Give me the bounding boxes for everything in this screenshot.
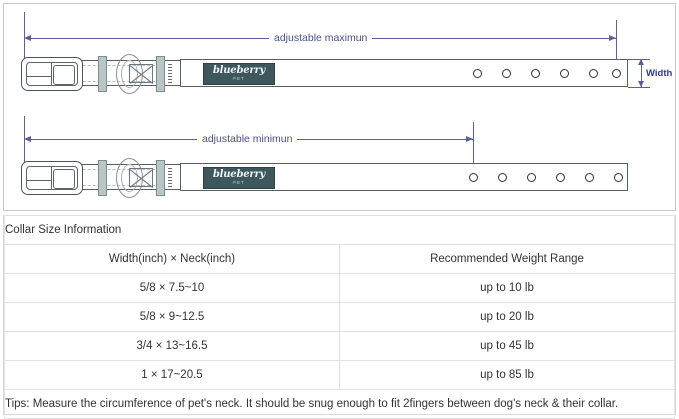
stitch-line-bottom bbox=[63, 81, 155, 82]
collar-size-table-wrap: Collar Size Information Width(inch) × Ne… bbox=[3, 215, 676, 419]
stitch-box-icon bbox=[129, 64, 153, 83]
cell-weight: up to 10 lb bbox=[339, 273, 675, 303]
diagram-panel: adjustable maximun blueberry PE bbox=[3, 3, 676, 211]
cell-size: 5/8 × 7.5~10 bbox=[4, 273, 340, 303]
dimension-extension-right bbox=[473, 122, 474, 182]
width-dimension-line bbox=[641, 59, 642, 87]
buckle-tongue bbox=[53, 169, 75, 189]
collar-size-table: Collar Size Information Width(inch) × Ne… bbox=[4, 215, 675, 419]
cell-weight: up to 85 lb bbox=[339, 360, 675, 390]
table-row: 5/8 × 9~12.5 up to 20 lb bbox=[4, 302, 675, 332]
buckle-icon bbox=[21, 161, 83, 195]
strap-hole bbox=[502, 68, 511, 78]
keeper-loop-first bbox=[98, 160, 107, 196]
dimension-arrow-left bbox=[24, 135, 31, 142]
buckle-cross-bar bbox=[26, 76, 52, 78]
dimension-extension-left bbox=[24, 20, 25, 64]
cell-size: 5/8 × 9~12.5 bbox=[4, 302, 340, 332]
table-row: 5/8 × 7.5~10 up to 10 lb bbox=[4, 273, 675, 303]
strap-hole bbox=[469, 172, 478, 182]
strap-hole bbox=[589, 68, 598, 78]
dimension-extension-right bbox=[616, 20, 617, 64]
buckle-prong bbox=[24, 12, 26, 34]
buckle-center-bar bbox=[51, 62, 53, 86]
cell-size: 1 × 17~20.5 bbox=[4, 360, 340, 390]
buckle-prong bbox=[24, 116, 26, 138]
table-header-row: Width(inch) × Neck(inch) Recommended Wei… bbox=[4, 244, 675, 274]
buckle-center-bar bbox=[51, 166, 53, 190]
stitch-line-top bbox=[63, 169, 155, 170]
diagram-adjustable-minimum: adjustable minimun blueberry PET bbox=[4, 108, 677, 212]
stitch-box-icon bbox=[129, 168, 153, 187]
cell-size: 3/4 × 13~16.5 bbox=[4, 331, 340, 361]
table-row: 1 × 17~20.5 up to 85 lb bbox=[4, 360, 675, 390]
dimension-arrow-right bbox=[466, 135, 473, 142]
dimension-label-minimum: adjustable minimun bbox=[197, 133, 298, 145]
buckle-cross-bar bbox=[26, 180, 52, 182]
header-width-neck: Width(inch) × Neck(inch) bbox=[4, 244, 340, 274]
header-weight-range: Recommended Weight Range bbox=[339, 244, 675, 274]
table-row: 3/4 × 13~16.5 up to 45 lb bbox=[4, 331, 675, 361]
dimension-arrow-left bbox=[24, 34, 31, 41]
dimension-label-maximum: adjustable maximun bbox=[269, 32, 373, 44]
tips-text: Tips: Measure the circumference of pet's… bbox=[4, 389, 675, 419]
table-title: Collar Size Information bbox=[4, 215, 675, 245]
brand-logo-patch: blueberry PET bbox=[203, 63, 275, 85]
keeper-loop-second bbox=[156, 160, 165, 196]
cell-weight: up to 45 lb bbox=[339, 331, 675, 361]
strap-hole bbox=[585, 172, 594, 182]
strap-hole bbox=[531, 68, 540, 78]
stitch-line-top bbox=[63, 65, 155, 66]
brand-logo-patch: blueberry PET bbox=[203, 167, 275, 189]
dimension-arrow-right bbox=[609, 34, 616, 41]
table-title-row: Collar Size Information bbox=[4, 215, 675, 245]
strap-hole bbox=[527, 172, 536, 182]
texture-mark-icon bbox=[168, 64, 172, 84]
strap-hole bbox=[556, 172, 565, 182]
strap-hole bbox=[498, 172, 507, 182]
brand-name: blueberry bbox=[212, 169, 266, 181]
width-arrow-up bbox=[637, 59, 644, 65]
table-tips-row: Tips: Measure the circumference of pet's… bbox=[4, 389, 675, 419]
width-label: Width bbox=[646, 68, 673, 79]
brand-subtitle: PET bbox=[233, 76, 245, 82]
buckle-icon bbox=[21, 57, 83, 91]
keeper-loop-second bbox=[156, 56, 165, 92]
strap-hole bbox=[560, 68, 569, 78]
texture-mark-icon bbox=[168, 168, 172, 188]
buckle-tongue bbox=[53, 65, 75, 85]
keeper-loop-first bbox=[98, 56, 107, 92]
stitch-line-bottom bbox=[63, 185, 155, 186]
width-extension-bottom bbox=[628, 87, 650, 88]
strap-hole bbox=[473, 68, 482, 78]
width-arrow-down bbox=[637, 81, 644, 87]
brand-subtitle: PET bbox=[233, 180, 245, 186]
strap-hole bbox=[614, 172, 623, 182]
dimension-extension-left bbox=[24, 122, 25, 168]
cell-weight: up to 20 lb bbox=[339, 302, 675, 332]
strap-hole bbox=[612, 68, 621, 78]
brand-name: blueberry bbox=[212, 65, 266, 77]
diagram-adjustable-maximum: adjustable maximun blueberry PE bbox=[4, 4, 677, 108]
